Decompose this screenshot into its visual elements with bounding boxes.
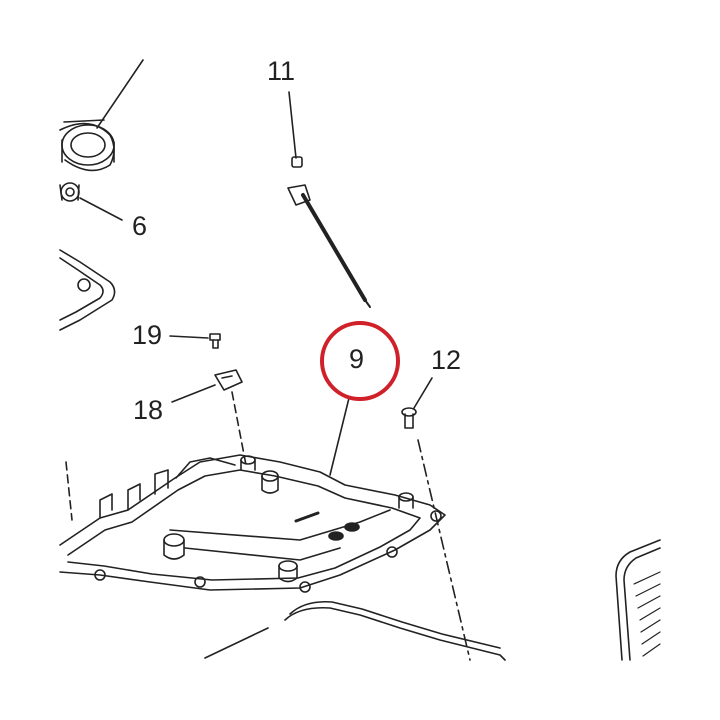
- callout-label-19: 19: [132, 320, 163, 350]
- callout-label-11: 11: [267, 56, 296, 86]
- callout-label-18: 18: [133, 395, 164, 425]
- left-cropped-component: [59, 249, 116, 331]
- grommet-part: [59, 59, 144, 172]
- highlight-ring: [320, 321, 400, 401]
- cover-plate-part-9: [59, 454, 446, 593]
- clip-part-18: [171, 369, 247, 466]
- callout-label-12: 12: [431, 345, 462, 375]
- bolt-part-12: [401, 377, 471, 661]
- callout-label-6: 6: [132, 211, 148, 241]
- gasket-outline: [204, 600, 506, 661]
- leader-line-part-9: [329, 397, 350, 476]
- callout-label-9: 9: [349, 344, 365, 374]
- cable-tie-part-11: [287, 91, 371, 308]
- right-cropped-component: [615, 539, 661, 661]
- clip-part-6: [59, 182, 123, 221]
- screw-part-19: [169, 333, 221, 349]
